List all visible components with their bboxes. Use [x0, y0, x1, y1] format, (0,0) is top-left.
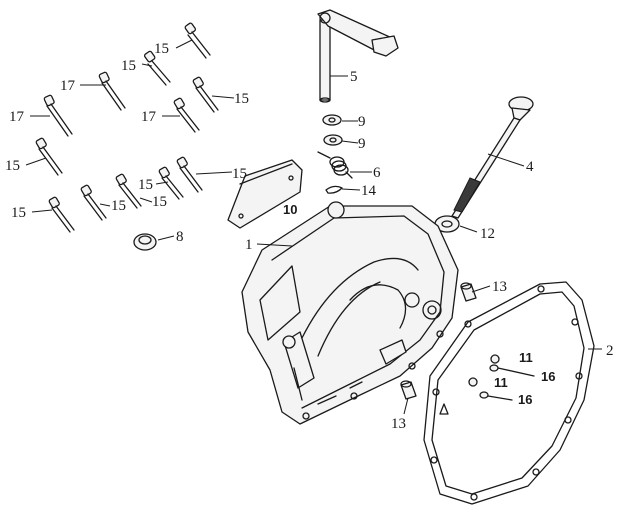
callout-4: 4: [526, 159, 534, 175]
callout-1: 1: [245, 237, 253, 253]
callout-9-b: 9: [358, 136, 366, 152]
bolt-15-top: [184, 22, 211, 59]
bolt-15-center: [158, 166, 184, 200]
callout-labels: 15 15 17 15 17 17 15 15 15 15 15 15 8 5 …: [5, 41, 614, 432]
bolt-17-middle: [173, 97, 200, 133]
callout-17-b: 17: [9, 109, 25, 125]
callout-16-b: 16: [518, 392, 532, 407]
callout-15-i: 15: [11, 205, 26, 221]
bolt-15-second: [143, 50, 171, 86]
callout-17-c: 17: [141, 109, 157, 125]
bolt-15-center-right: [176, 156, 203, 193]
callout-14: 14: [361, 183, 377, 199]
callout-15-f: 15: [138, 177, 153, 193]
dowel-pin-13-lower: [400, 380, 417, 400]
circlip-14: [325, 185, 343, 194]
screw-11-lower: [468, 377, 513, 401]
leader-lines: [25, 39, 602, 415]
dowel-pin-13-upper: [460, 282, 477, 302]
callout-8: 8: [176, 229, 184, 245]
callout-16-a: 16: [541, 369, 555, 384]
washer-9-lower: [323, 134, 343, 146]
bolt-15-right-upper: [192, 76, 219, 113]
screw-11-upper: [489, 354, 535, 377]
callout-15-h: 15: [111, 198, 126, 214]
washer-9-upper: [322, 114, 342, 126]
callout-13-b: 13: [391, 416, 406, 432]
spring-6: [317, 151, 353, 179]
dipstick-4: [451, 96, 534, 219]
callout-15-c: 15: [234, 91, 249, 107]
callout-15-g: 15: [152, 194, 167, 210]
shift-shaft-5: [317, 9, 399, 103]
callout-11-b: 11: [494, 375, 508, 390]
callout-15-a: 15: [154, 41, 169, 57]
gasket-2: [423, 281, 595, 505]
guide-plate-10: [227, 159, 303, 229]
bolt-15-lower-mid: [80, 184, 107, 221]
callout-6: 6: [373, 165, 381, 181]
callout-2: 2: [606, 343, 614, 359]
callout-5: 5: [350, 69, 358, 85]
callout-15-d: 15: [5, 158, 20, 174]
callout-17-a: 17: [60, 78, 76, 94]
callout-11-a: 11: [519, 350, 533, 365]
bolt-15-lower-left: [48, 196, 75, 233]
callout-13-a: 13: [492, 279, 507, 295]
bolt-17-left: [43, 94, 73, 137]
bolt-17-upper: [98, 71, 126, 111]
callout-9-a: 9: [358, 114, 366, 130]
callout-15-e: 15: [232, 166, 247, 182]
callout-12: 12: [480, 226, 495, 242]
bolt-15-center-left: [115, 173, 142, 209]
callout-15-b: 15: [121, 58, 136, 74]
bolt-15-left-mid: [35, 137, 63, 176]
seal-ring-8: [133, 233, 157, 251]
callout-10: 10: [283, 202, 297, 217]
crankcase-cover-1: [241, 201, 459, 425]
